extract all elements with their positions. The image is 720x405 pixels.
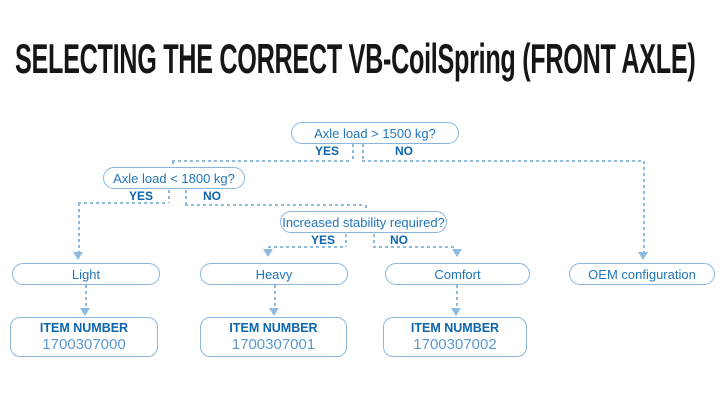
- item-number-label: ITEM NUMBER: [410, 320, 500, 335]
- decision-increased-stability: Increased stability required?: [280, 211, 447, 233]
- connector-d2-no-horizontal: [185, 204, 365, 206]
- arrowhead-down-icon: [263, 249, 273, 257]
- decision-axle-load-1500: Axle load > 1500 kg?: [291, 122, 459, 144]
- connector-d3-yes-horizontal: [268, 246, 345, 248]
- connector-heavy-to-item: [274, 285, 276, 308]
- connector-d2-yes-to-light: [78, 203, 80, 252]
- yes-label: YES: [128, 189, 153, 203]
- connector-d2-no-to-d3: [365, 205, 367, 211]
- arrowhead-down-icon: [452, 249, 462, 257]
- item-number-value: 1700307000: [42, 336, 126, 354]
- connector-comfort-to-item: [456, 285, 458, 308]
- decision-axle-load-1800: Axle load < 1800 kg?: [103, 167, 245, 189]
- item-number-label: ITEM NUMBER: [39, 320, 129, 335]
- item-number-value: 1700307001: [231, 336, 316, 354]
- decision-question: Axle load < 1800 kg?: [113, 170, 235, 186]
- connector-d1-yes-to-d2: [172, 161, 174, 168]
- outcome-label: Comfort: [434, 266, 481, 282]
- item-number-box-light: ITEM NUMBER 1700307000: [10, 317, 158, 357]
- outcome-heavy: Heavy: [200, 263, 348, 285]
- no-label: NO: [203, 189, 221, 203]
- outcome-comfort: Comfort: [385, 263, 530, 285]
- connector-d2-no-drop: [185, 190, 187, 205]
- no-label: NO: [395, 144, 413, 158]
- arrowhead-down-icon: [80, 308, 90, 316]
- outcome-light: Light: [12, 263, 160, 285]
- connector-d2-yes-drop: [168, 190, 170, 203]
- outcome-label: Heavy: [255, 266, 293, 282]
- decision-question: Increased stability required?: [282, 214, 445, 230]
- connector-light-to-item: [85, 285, 87, 308]
- outcome-oem-configuration: OEM configuration: [569, 263, 715, 285]
- arrowhead-down-icon: [638, 252, 648, 260]
- decision-question: Axle load > 1500 kg?: [314, 125, 436, 141]
- yes-label: YES: [310, 233, 335, 247]
- item-number-value: 1700307002: [413, 336, 497, 354]
- item-number-box-heavy: ITEM NUMBER 1700307001: [200, 317, 347, 357]
- connector-d3-yes-drop: [345, 234, 347, 247]
- connector-d1-yes-horizontal: [172, 160, 352, 162]
- yes-label: YES: [314, 144, 339, 158]
- item-number-label: ITEM NUMBER: [229, 320, 318, 335]
- page-title: SELECTING THE CORRECT VB-CoilSpring (FRO…: [15, 35, 696, 82]
- arrowhead-down-icon: [451, 308, 461, 316]
- connector-d3-no-horizontal: [373, 246, 457, 248]
- arrowhead-down-icon: [269, 308, 279, 316]
- connector-d1-yes-drop: [352, 144, 354, 161]
- connector-d1-no-horizontal: [362, 160, 643, 162]
- connector-d2-yes-horizontal: [78, 202, 168, 204]
- no-label: NO: [390, 233, 408, 247]
- outcome-label: OEM configuration: [588, 266, 696, 282]
- item-number-box-comfort: ITEM NUMBER 1700307002: [383, 317, 527, 357]
- arrowhead-down-icon: [73, 252, 83, 260]
- connector-d1-no-to-oem: [643, 161, 645, 252]
- connector-d3-no-drop: [373, 234, 375, 247]
- connector-d1-no-drop: [362, 144, 364, 161]
- outcome-label: Light: [71, 266, 101, 282]
